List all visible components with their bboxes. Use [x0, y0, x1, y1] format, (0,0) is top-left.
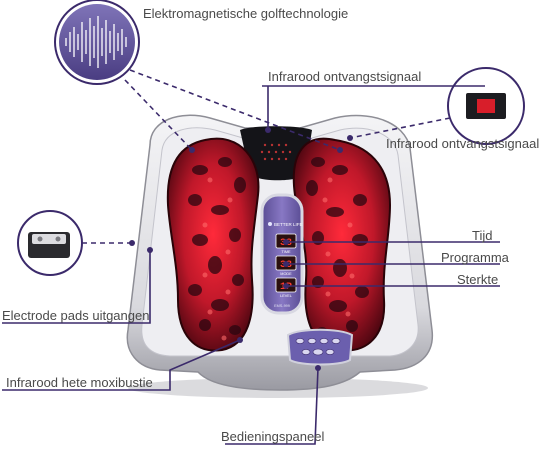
control-button-2[interactable]: [307, 338, 317, 344]
control-button-3[interactable]: [319, 338, 329, 344]
brand-text: BETTER LIFE: [274, 222, 303, 227]
control-button-5[interactable]: [301, 349, 311, 355]
grille-dots: [260, 143, 292, 161]
control-button-1[interactable]: [295, 338, 305, 344]
control-button-power[interactable]: [312, 348, 324, 356]
wave-bubble-fill: [59, 4, 135, 80]
control-pad: [286, 328, 354, 366]
control-button-6[interactable]: [325, 349, 335, 355]
mode-caption: MODE: [280, 272, 292, 276]
leader-dots: [129, 127, 353, 371]
label-programma: Programma: [441, 250, 509, 265]
electrode-port-plate: [32, 234, 66, 244]
label-sterkte: Sterkte: [457, 272, 499, 287]
brand-logo-icon: [268, 222, 272, 226]
label-bedieningspaneel: Bedieningspaneel: [221, 429, 325, 444]
rocker-icon: [477, 99, 495, 113]
label-wave-technology: Elektromagnetische golftechnologie: [143, 6, 349, 21]
model-text: EMS-999: [274, 304, 290, 308]
level-caption: LEVEL: [280, 294, 292, 298]
left-foot-nodes: [188, 157, 246, 335]
leader-switch: [349, 117, 451, 139]
leader-lines: [2, 69, 500, 445]
left-foot-highlights: [202, 177, 233, 341]
wave-icon: [65, 16, 127, 68]
leader-wave-right: [129, 69, 341, 151]
time-caption: TIME: [281, 250, 291, 254]
left-foot-pad: [166, 137, 260, 352]
label-ir-signal-right: Infrarood ontvangstsignaal: [386, 136, 540, 151]
label-electrode-pads: Electrode pads uitgangen: [2, 308, 150, 323]
label-moxibustie: Infrarood hete moxibustie: [6, 375, 153, 390]
label-tijd: Tijd: [472, 228, 493, 243]
control-button-4[interactable]: [331, 338, 341, 344]
label-ir-signal-top: Infrarood ontvangstsignaal: [268, 69, 422, 84]
leader-wave-left: [124, 79, 193, 151]
